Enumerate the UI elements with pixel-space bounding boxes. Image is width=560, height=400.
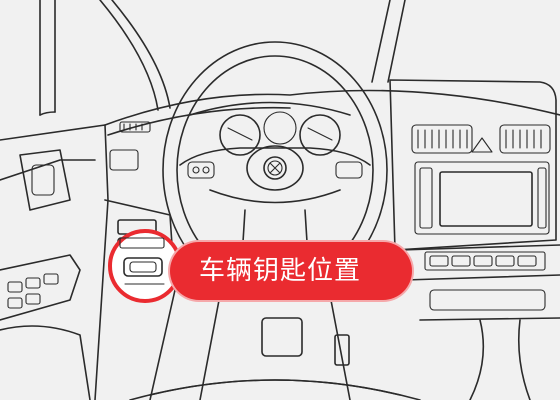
brake-pedal xyxy=(261,317,303,357)
center-console xyxy=(389,79,560,400)
callout-badge xyxy=(170,242,412,300)
screen-buttons xyxy=(419,167,433,229)
steering-hub xyxy=(246,145,304,191)
window-switch xyxy=(43,273,59,285)
air-vent xyxy=(109,149,139,171)
door-handle xyxy=(31,164,55,196)
windshield-frame xyxy=(39,0,406,116)
air-vent-left xyxy=(411,124,473,154)
instrument-cluster xyxy=(189,101,351,156)
brand-logo xyxy=(263,156,287,180)
wheel-buttons-left xyxy=(187,161,215,179)
storage-tray xyxy=(429,289,546,311)
wheel-buttons-right xyxy=(335,161,363,179)
window-switch xyxy=(25,277,41,289)
accelerator-pedal xyxy=(334,334,350,366)
door-panel xyxy=(0,124,109,400)
hazard-button xyxy=(471,137,493,153)
air-vent-right xyxy=(499,124,551,154)
screen-buttons xyxy=(537,167,547,229)
display-screen xyxy=(439,171,533,227)
air-vent xyxy=(119,121,151,133)
steering-column xyxy=(129,294,421,400)
climate-controls xyxy=(424,251,546,271)
window-switch xyxy=(7,281,23,293)
window-switch xyxy=(25,293,41,305)
window-switch xyxy=(7,297,23,309)
screen-bezel xyxy=(414,161,550,235)
callout-label: 车辆钥匙位置 xyxy=(199,256,362,286)
